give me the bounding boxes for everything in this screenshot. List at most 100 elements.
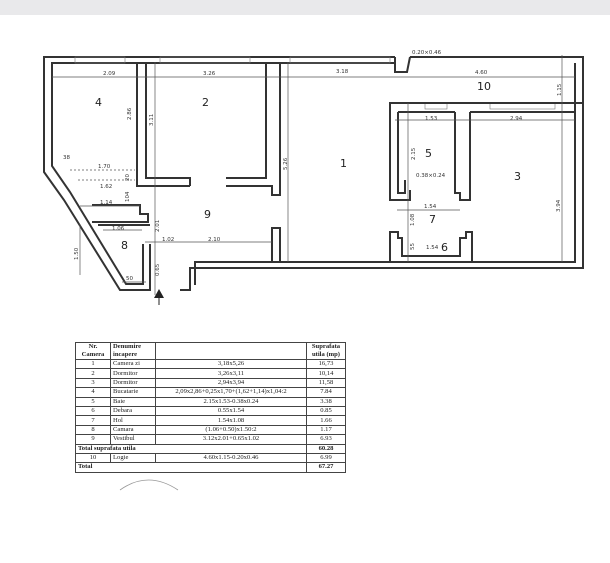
row-nr: 4 <box>75 387 111 398</box>
dim-label: 20 <box>125 174 131 181</box>
row-formula: 3,26x3,11 <box>155 368 307 379</box>
recess <box>394 56 411 73</box>
subtotal-row: Total suprafata utila 60.28 <box>75 443 346 454</box>
row-nr: 8 <box>75 424 111 436</box>
row-area: 6.99 <box>306 452 346 464</box>
wall <box>271 227 281 262</box>
room-5-label: 5 <box>425 147 432 160</box>
dim-label: 1.62 <box>100 184 112 190</box>
window <box>74 56 126 64</box>
room-9-label: 9 <box>204 208 211 221</box>
row-name: Baie <box>110 396 156 407</box>
row-name: Bucatarie <box>110 387 156 398</box>
row-area: 6.93 <box>306 434 346 445</box>
row-nr: 10 <box>75 452 111 464</box>
wall <box>226 63 267 179</box>
dim-label: 1.08 <box>410 213 416 226</box>
header-nr: Nr. Camera <box>75 342 111 360</box>
dim-label: 104 <box>125 191 131 202</box>
room-1-label: 1 <box>340 157 347 170</box>
row-formula: 1.54x1.08 <box>155 415 307 426</box>
row-nr: 1 <box>75 358 111 370</box>
dim-label: 3.11 <box>149 114 155 126</box>
row-area: 1.17 <box>306 424 346 436</box>
dim-label: 1.06 <box>112 226 125 232</box>
row-name: Camara <box>110 424 156 436</box>
header-name: Denumire incapere <box>110 342 156 360</box>
table-header: Nr. Camera Denumire incapere Suprafata u… <box>75 342 346 360</box>
row-name: Camera zi <box>110 358 156 370</box>
entrance-arrow-icon <box>154 289 164 298</box>
subtotal-label: Total suprafata utila <box>75 443 307 454</box>
header-area: Suprafata utila (mp) <box>306 342 346 360</box>
total-label: Total <box>75 462 307 473</box>
dim-label: 0.38×0.24 <box>416 173 446 179</box>
total-area: 67.27 <box>306 462 346 473</box>
wall <box>92 204 149 223</box>
dim-label: 2.09 <box>103 71 116 77</box>
outer-wall-right <box>180 56 584 291</box>
row-name: Vestibul <box>110 434 156 445</box>
row-formula: 3.12x2.01+0.65x1.02 <box>155 434 307 445</box>
dim-label: 55 <box>410 243 416 250</box>
row-area: 7.84 <box>306 387 346 398</box>
dim-label: 38 <box>63 155 70 161</box>
dim-label: 2.94 <box>510 116 523 122</box>
room-10-label: 10 <box>477 80 491 93</box>
dim-label: 2.15 <box>411 147 417 160</box>
dim-label: 1.54 <box>426 245 439 251</box>
row-area: 1.66 <box>306 415 346 426</box>
outer-wall-inner <box>51 62 395 285</box>
room-4-label: 4 <box>95 96 102 109</box>
wall <box>136 63 190 187</box>
dim-label: 1.54 <box>424 204 437 210</box>
row-name: Dormitor <box>110 368 156 379</box>
wall <box>454 112 471 201</box>
row-area: 11,58 <box>306 377 346 389</box>
row-nr: 5 <box>75 396 111 407</box>
header-formula <box>155 342 307 360</box>
window <box>289 56 391 64</box>
row-nr: 2 <box>75 368 111 379</box>
dim-label: 2.01 <box>155 220 161 232</box>
window <box>159 56 251 64</box>
row-nr: 7 <box>75 415 111 426</box>
dim-label: 1.50 <box>74 247 80 260</box>
row-formula: 0.55x1.54 <box>155 405 307 417</box>
row-nr: 6 <box>75 405 111 417</box>
row-formula: 2,94x3,94 <box>155 377 307 389</box>
row-nr: 9 <box>75 434 111 445</box>
dim-label: 4.60 <box>475 70 488 76</box>
dim-label: 1.70 <box>98 164 111 170</box>
room-2-label: 2 <box>202 96 209 109</box>
dim-label: 0.20×0.46 <box>412 50 442 56</box>
room-6-label: 6 <box>441 241 448 254</box>
table-row: 10 Logie 4.60x1.15-0.20x0.46 6.99 <box>75 452 346 464</box>
dim-label: 5.26 <box>283 157 289 170</box>
row-area: 3.38 <box>306 396 346 407</box>
outer-wall <box>43 56 395 291</box>
dim-label: 3.26 <box>203 71 216 77</box>
dim-label: 1.53 <box>425 116 438 122</box>
dim-label: 1.14 <box>100 200 113 206</box>
wall <box>389 231 473 262</box>
row-formula: 3,18x5,26 <box>155 358 307 370</box>
dim-label: 50 <box>126 276 133 282</box>
wall <box>389 102 583 201</box>
room-8-label: 8 <box>121 239 128 252</box>
row-name: Hol <box>110 415 156 426</box>
dim-label: 1.15 <box>557 83 563 96</box>
row-area: 10,14 <box>306 368 346 379</box>
dim-label: 2.86 <box>127 107 133 120</box>
row-formula: 2.15x1.53-0.38x0.24 <box>155 396 307 407</box>
wall <box>145 63 191 186</box>
